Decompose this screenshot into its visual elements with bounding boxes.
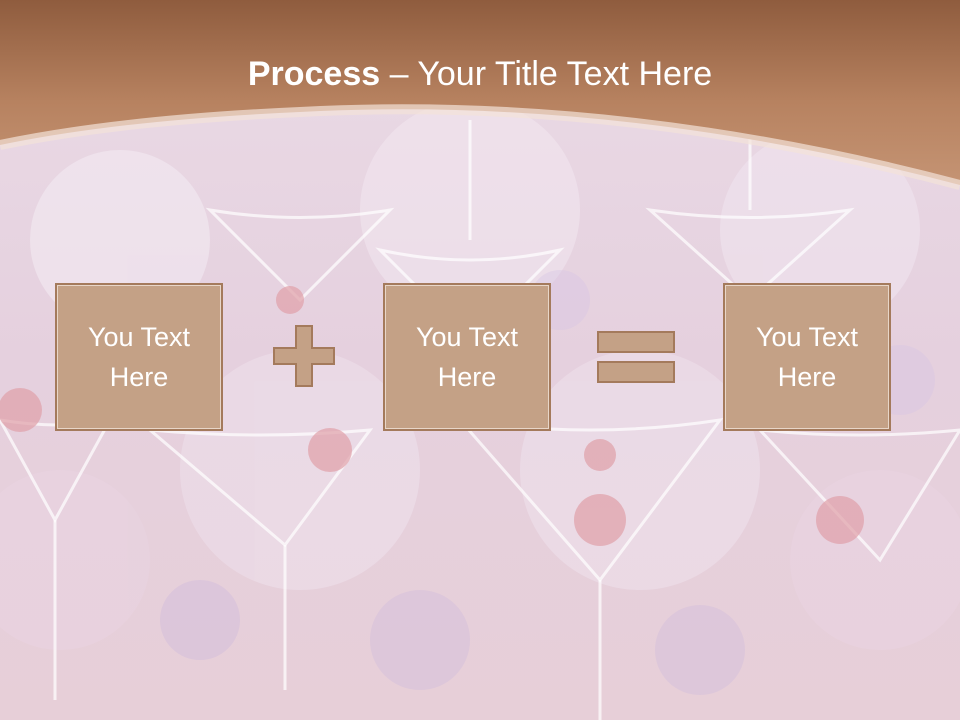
process-box-1-text: You Text Here [87,322,191,392]
slide-title: Process – Your Title Text Here [0,52,960,96]
plus-icon [273,325,335,387]
process-box-2-text: You Text Here [415,322,519,392]
title-bold: Process [247,55,381,93]
process-box-3: You Text Here [723,283,891,431]
process-box-2: You Text Here [383,283,551,431]
process-box-1: You Text Here [55,283,223,431]
process-box-3-text: You Text Here [755,322,859,392]
equals-icon [597,331,675,383]
title-rest: – Your Title Text Here [380,55,713,93]
